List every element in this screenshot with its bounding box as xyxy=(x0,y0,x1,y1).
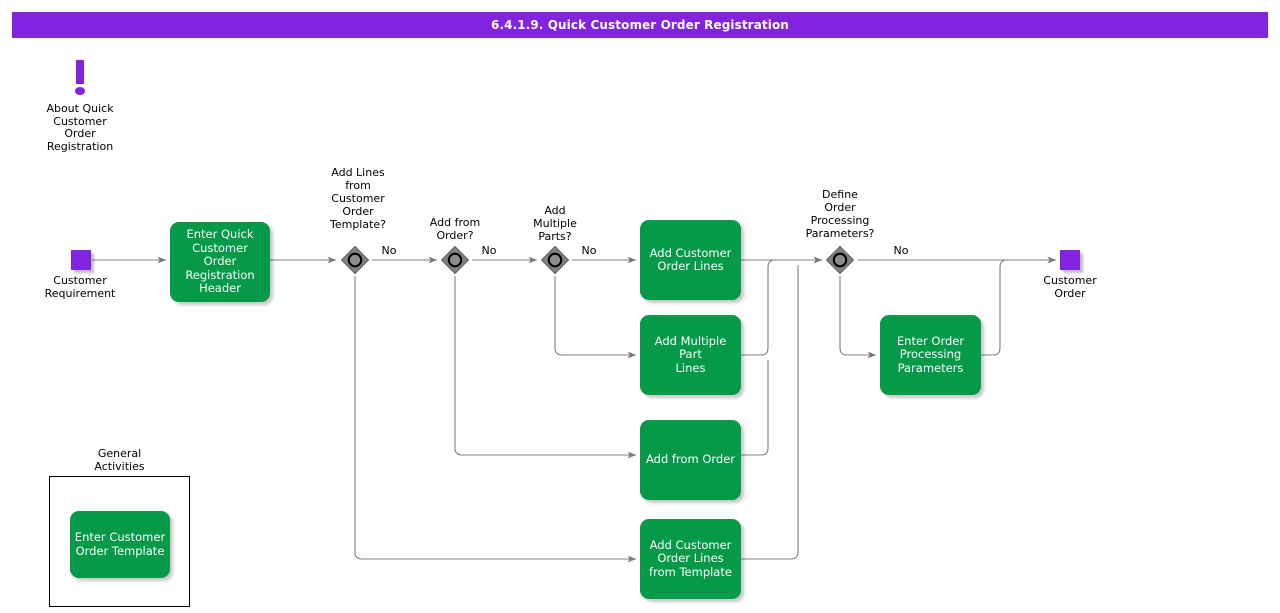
activity-enter-customer-order-template[interactable]: Enter Customer Order Template xyxy=(70,511,170,578)
end-terminator[interactable] xyxy=(1060,250,1080,270)
decision-label-add-lines-from-customer-order-template: Add Lines from Customer Order Template? xyxy=(329,166,387,231)
page-title: 6.4.1.9. Quick Customer Order Registrati… xyxy=(491,18,789,32)
activity-enter-quick-customer-order-registration-header[interactable]: Enter Quick Customer Order Registration … xyxy=(170,222,270,302)
decision-diamond-icon xyxy=(440,245,470,275)
activity-label: Enter Customer Order Template xyxy=(74,530,166,558)
window-title-bar: 6.4.1.9. Quick Customer Order Registrati… xyxy=(12,12,1268,38)
activity-add-customer-order-lines[interactable]: Add Customer Order Lines xyxy=(640,220,741,300)
decision-add-lines-from-customer-order-template[interactable] xyxy=(340,245,370,275)
edge-d2-yes-to-add-from-order xyxy=(454,276,637,459)
info-note-label: About Quick Customer Order Registration xyxy=(46,102,114,153)
exclamation-icon-glyph xyxy=(75,60,85,95)
edge-label-no-2: No xyxy=(481,244,497,257)
decision-diamond-icon xyxy=(825,245,855,275)
activity-add-from-order[interactable]: Add from Order xyxy=(640,420,741,500)
decision-diamond-icon xyxy=(340,245,370,275)
edge-d1-yes-to-template-lines xyxy=(354,276,637,563)
activity-add-multiple-part-lines[interactable]: Add Multiple Part Lines xyxy=(640,315,741,395)
edge-d3-yes-to-multiple-parts xyxy=(554,276,637,359)
activity-label: Add Customer Order Lines from Template xyxy=(649,537,732,579)
activity-enter-order-processing-parameters[interactable]: Enter Order Processing Parameters xyxy=(880,315,981,395)
edge-label-no-1: No xyxy=(381,244,397,257)
decision-add-multiple-parts[interactable] xyxy=(540,245,570,275)
activity-add-customer-order-lines-from-template[interactable]: Add Customer Order Lines from Template xyxy=(640,519,741,599)
decision-label-define-order-processing-parameters: Define Order Processing Parameters? xyxy=(805,188,875,240)
edge-d4-yes-to-parameters xyxy=(839,276,877,359)
decision-add-from-order[interactable] xyxy=(440,245,470,275)
activity-label: Add from Order xyxy=(645,452,736,467)
edge-label-no-3: No xyxy=(581,244,597,257)
start-terminator[interactable] xyxy=(71,250,91,270)
decision-define-order-processing-parameters[interactable] xyxy=(825,245,855,275)
edge-add-from-order-to-riser xyxy=(741,360,769,456)
activity-label: Enter Order Processing Parameters xyxy=(896,333,965,375)
edge-multiple-parts-to-d4 xyxy=(741,256,823,356)
decision-diamond-icon xyxy=(540,245,570,275)
decision-label-add-from-order: Add from Order? xyxy=(429,216,481,242)
activity-label: Add Customer Order Lines xyxy=(649,245,732,273)
edge-template-lines-to-riser xyxy=(741,265,799,560)
edge-label-no-4: No xyxy=(893,244,909,257)
activity-label: Enter Quick Customer Order Registration … xyxy=(185,227,255,296)
decision-label-add-multiple-parts: Add Multiple Parts? xyxy=(533,204,577,243)
activity-label: Add Multiple Part Lines xyxy=(654,333,727,375)
start-terminator-label: Customer Requirement xyxy=(44,274,116,300)
general-activities-title: General Activities xyxy=(94,447,145,473)
end-terminator-label: Customer Order xyxy=(1043,274,1097,300)
exclamation-icon[interactable] xyxy=(72,60,88,98)
